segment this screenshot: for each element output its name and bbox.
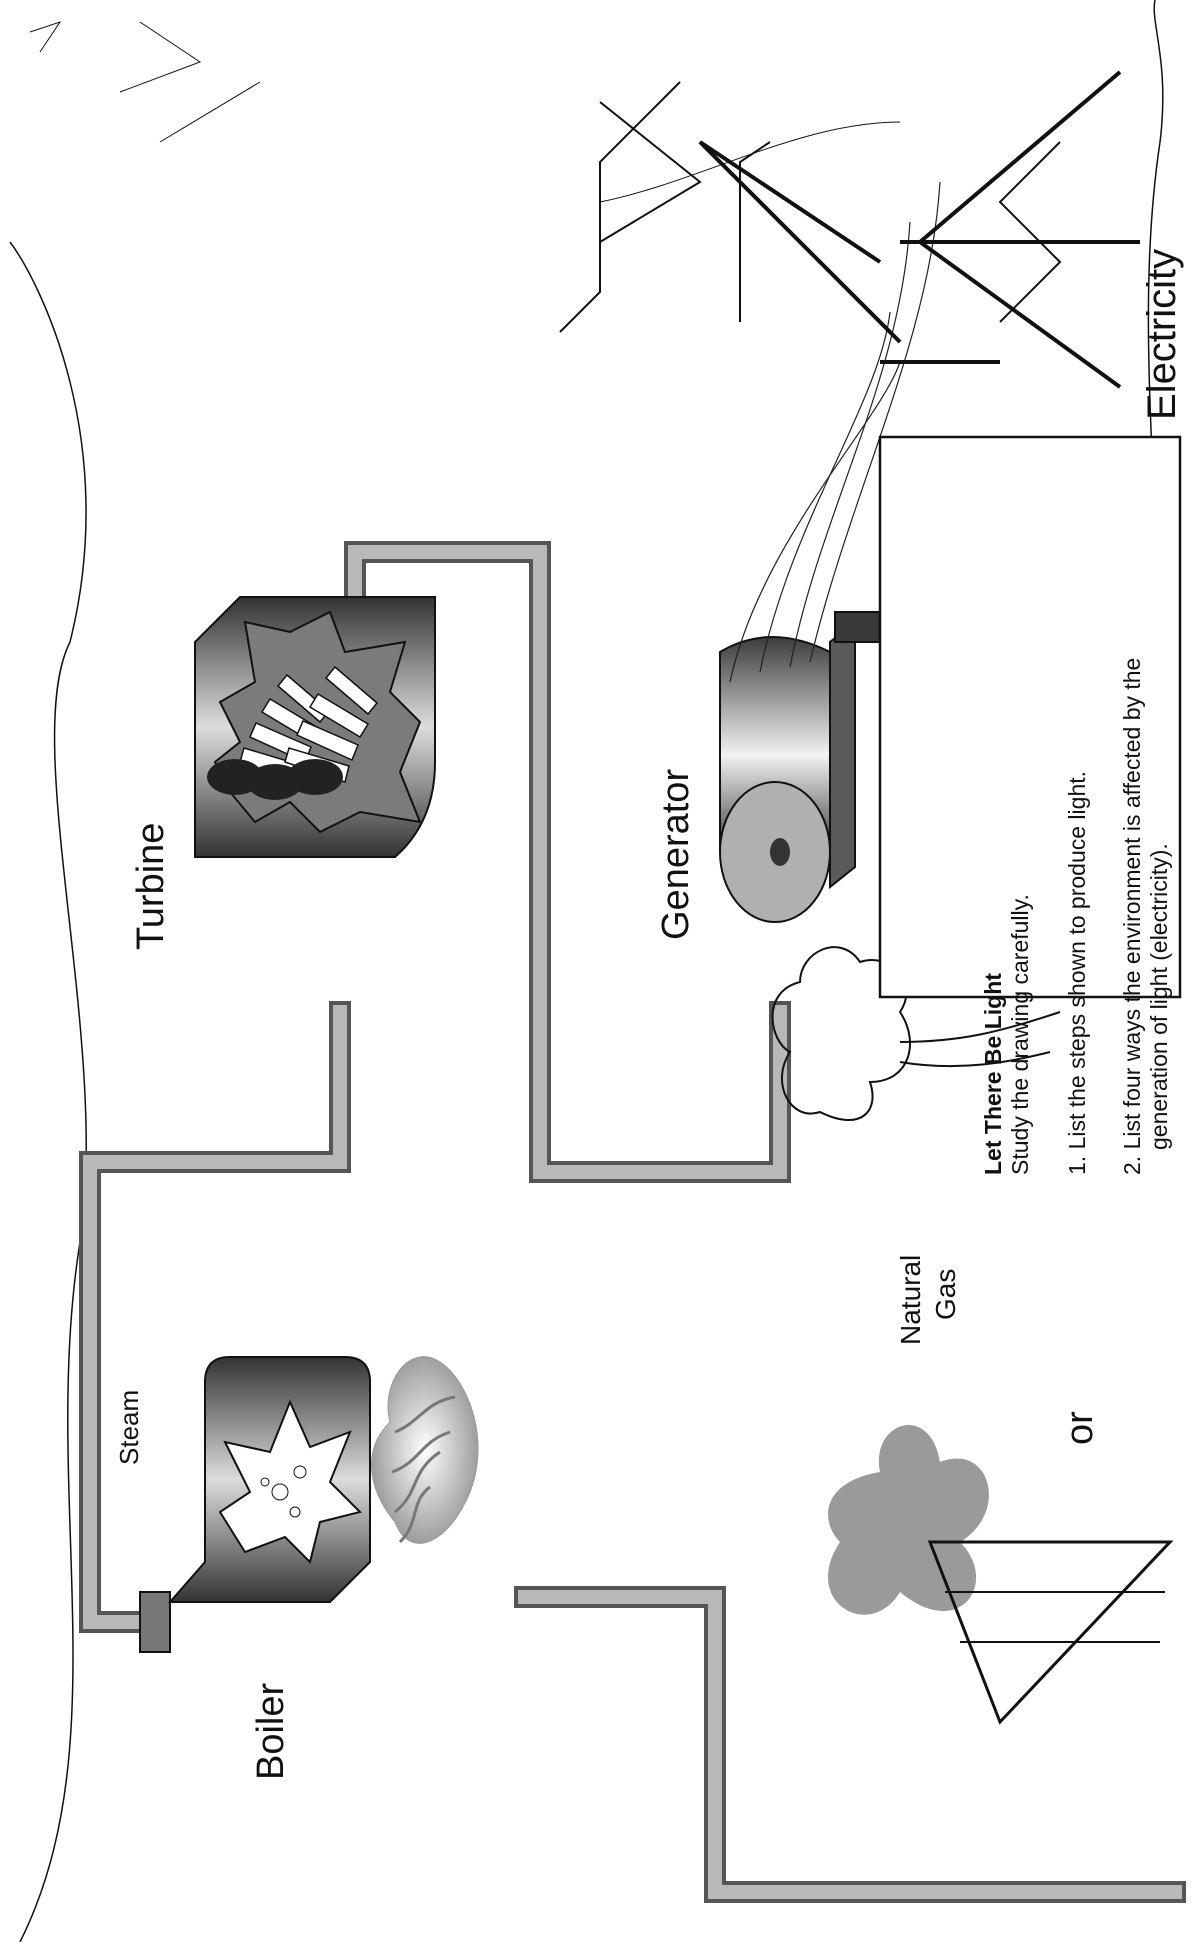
or-label: or — [1059, 1411, 1101, 1445]
natural-gas-label-line1: Natural — [895, 1255, 926, 1345]
instructions-item-2-line2: generation of light (electricity). — [1146, 843, 1172, 1150]
generator — [720, 612, 905, 922]
pylons — [30, 22, 1140, 387]
steam-label: Steam — [114, 1390, 144, 1465]
generator-label: Generator — [655, 769, 697, 940]
instructions-item-2-line1: 2. List four ways the environment is aff… — [1119, 658, 1145, 1175]
electricity-label: Electricity — [1140, 249, 1184, 420]
boiler — [140, 1357, 370, 1652]
instructions-subtitle: Study the drawing carefully. — [1007, 894, 1033, 1175]
boiler-label: Boiler — [250, 1683, 292, 1780]
turbine-label: Turbine — [130, 823, 172, 950]
natural-gas-label-line2: Gas — [930, 1269, 961, 1320]
flame-icon — [371, 1357, 478, 1544]
turbine — [195, 597, 435, 857]
oil-well-icon — [828, 1425, 1170, 1722]
landscape-line — [10, 242, 86, 1942]
instructions-item-1: 1. List the steps shown to produce light… — [1064, 771, 1090, 1175]
instructions-title: Let There Be Light — [980, 973, 1006, 1175]
rotated-diagram — [10, 0, 1180, 1942]
